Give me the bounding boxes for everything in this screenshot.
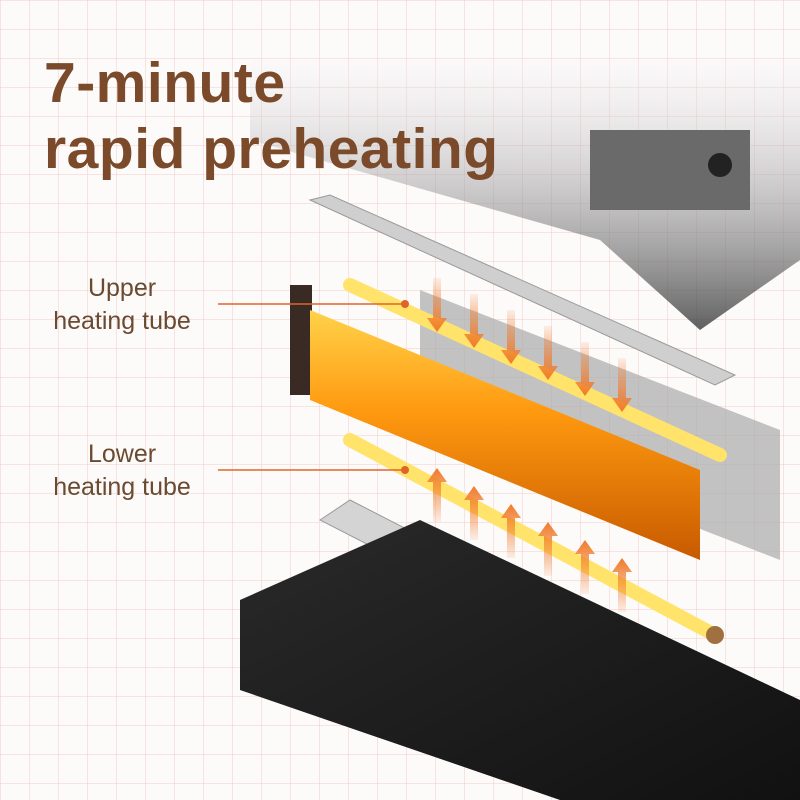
lower-label-line-1: Lower <box>87 440 157 468</box>
heating-roller <box>310 310 700 560</box>
upper-label-line-1: Upper <box>87 274 157 302</box>
upper-tube-label: Upper heating tube <box>2 272 242 338</box>
top-cover <box>250 60 800 330</box>
lower-label-line-2: heating tube <box>53 473 191 501</box>
upper-reflector <box>308 194 737 386</box>
down-arrow-icon <box>464 294 484 348</box>
lower-tube-label: Lower heating tube <box>2 438 242 504</box>
up-arrow-icon <box>464 486 484 540</box>
down-arrow-icon <box>501 310 521 364</box>
downward-heat-arrows <box>427 278 632 412</box>
up-arrow-icon <box>612 558 632 612</box>
upper-label-line-2: heating tube <box>53 307 191 335</box>
control-knob-icon <box>708 153 732 177</box>
headline: 7-minute rapid preheating <box>44 50 499 182</box>
up-arrow-icon <box>575 540 595 594</box>
down-arrow-icon <box>427 278 447 332</box>
lower-heating-tube <box>343 433 722 642</box>
headline-line-2: rapid preheating <box>44 117 499 181</box>
up-arrow-icon <box>538 522 558 576</box>
base-tray <box>240 520 800 800</box>
upper-heating-tube <box>343 278 727 462</box>
side-bracket <box>290 285 312 395</box>
down-arrow-icon <box>538 326 558 380</box>
headline-line-1: 7-minute <box>44 51 286 115</box>
up-arrow-icon <box>501 504 521 558</box>
down-arrow-icon <box>575 342 595 396</box>
up-arrow-icon <box>427 468 447 522</box>
down-arrow-icon <box>612 358 632 412</box>
upward-heat-arrows <box>427 468 632 612</box>
